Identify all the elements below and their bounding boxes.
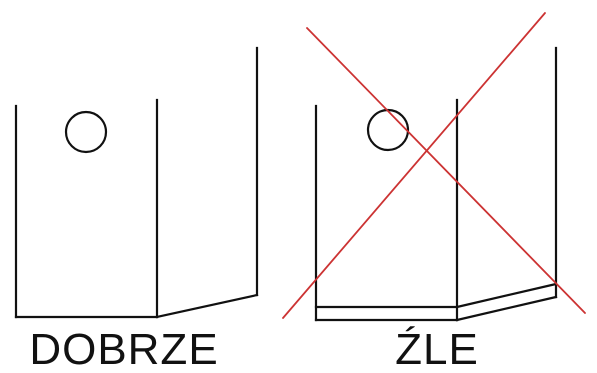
good-enclosure-outline [16, 48, 257, 317]
good-hole-circle [66, 112, 106, 152]
good-label: DOBRZE [29, 325, 218, 373]
good-side-bottom-edge [157, 295, 257, 317]
cross-out-x-icon [283, 13, 585, 318]
bad-label: ŹLE [395, 325, 479, 373]
bad-example-panel: ŹLE [283, 13, 585, 373]
bad-hole-circle [368, 110, 408, 150]
cross-stroke-ascending [283, 13, 545, 318]
bad-side-bottom-lower-edge [457, 297, 556, 320]
bad-enclosure-outline [316, 48, 556, 320]
good-example-panel: DOBRZE [16, 48, 257, 373]
cross-stroke-descending [307, 28, 585, 313]
bad-side-bottom-upper-edge [457, 284, 556, 307]
